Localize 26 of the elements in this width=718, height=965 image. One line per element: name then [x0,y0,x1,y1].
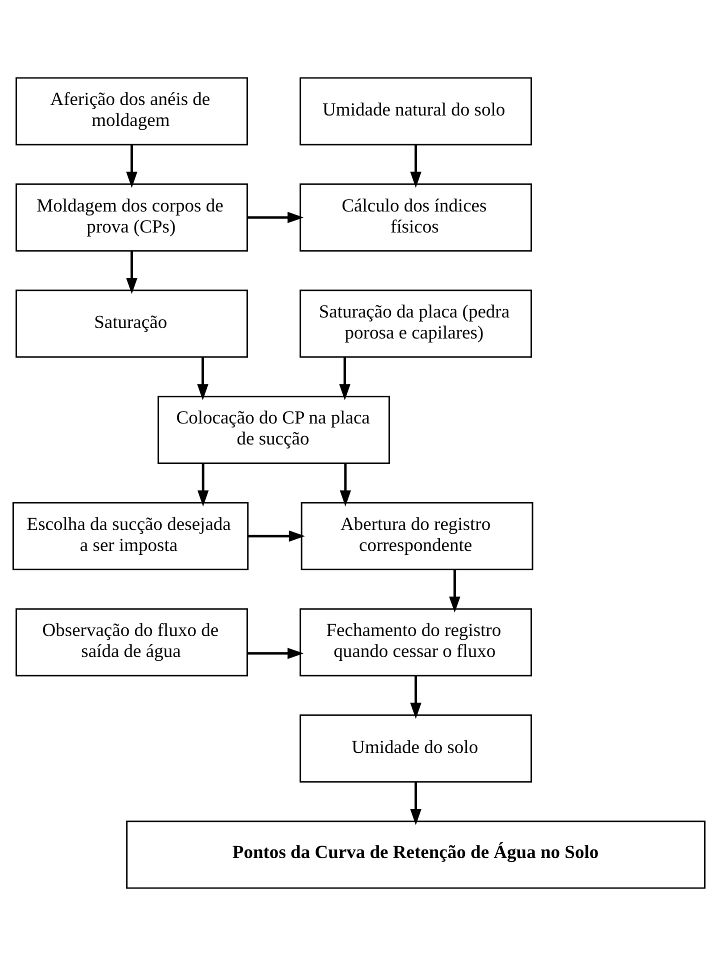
arrow [197,356,208,400]
arrow [126,250,138,294]
arrow [197,463,209,506]
node-box: Saturação [16,289,248,358]
arrow [248,530,305,542]
arrow [410,675,422,718]
arrow [247,211,304,223]
node-box: Saturação da placa (pedra porosa e capilares) [300,289,532,358]
arrow [449,569,460,612]
node-box: Pontos da Curva de Retenção de Água no Solo [126,820,706,888]
arrow [410,144,422,188]
arrow [126,144,138,188]
node-box: Abertura do registro correspondente [300,502,534,570]
arrow [247,647,304,659]
arrow [339,356,350,400]
node-box: Escolha da sucção desejada a ser imposta [12,502,249,570]
node-box: Colocação do CP na placa de sucção [158,395,390,464]
node-box: Fechamento do registro quando cessar o fluxo [300,608,532,676]
node-box: Observação do fluxo de saída de água [16,608,248,676]
arrow [410,782,422,825]
arrow [340,463,352,506]
node-box: Umidade do solo [300,714,532,782]
node-box: Moldagem dos corpos de prova (CPs) [16,182,248,252]
node-box: Aferição dos anéis de moldagem [16,76,248,145]
node-box: Umidade natural do solo [300,76,532,145]
node-box: Cálculo dos índices físicos [300,182,532,252]
